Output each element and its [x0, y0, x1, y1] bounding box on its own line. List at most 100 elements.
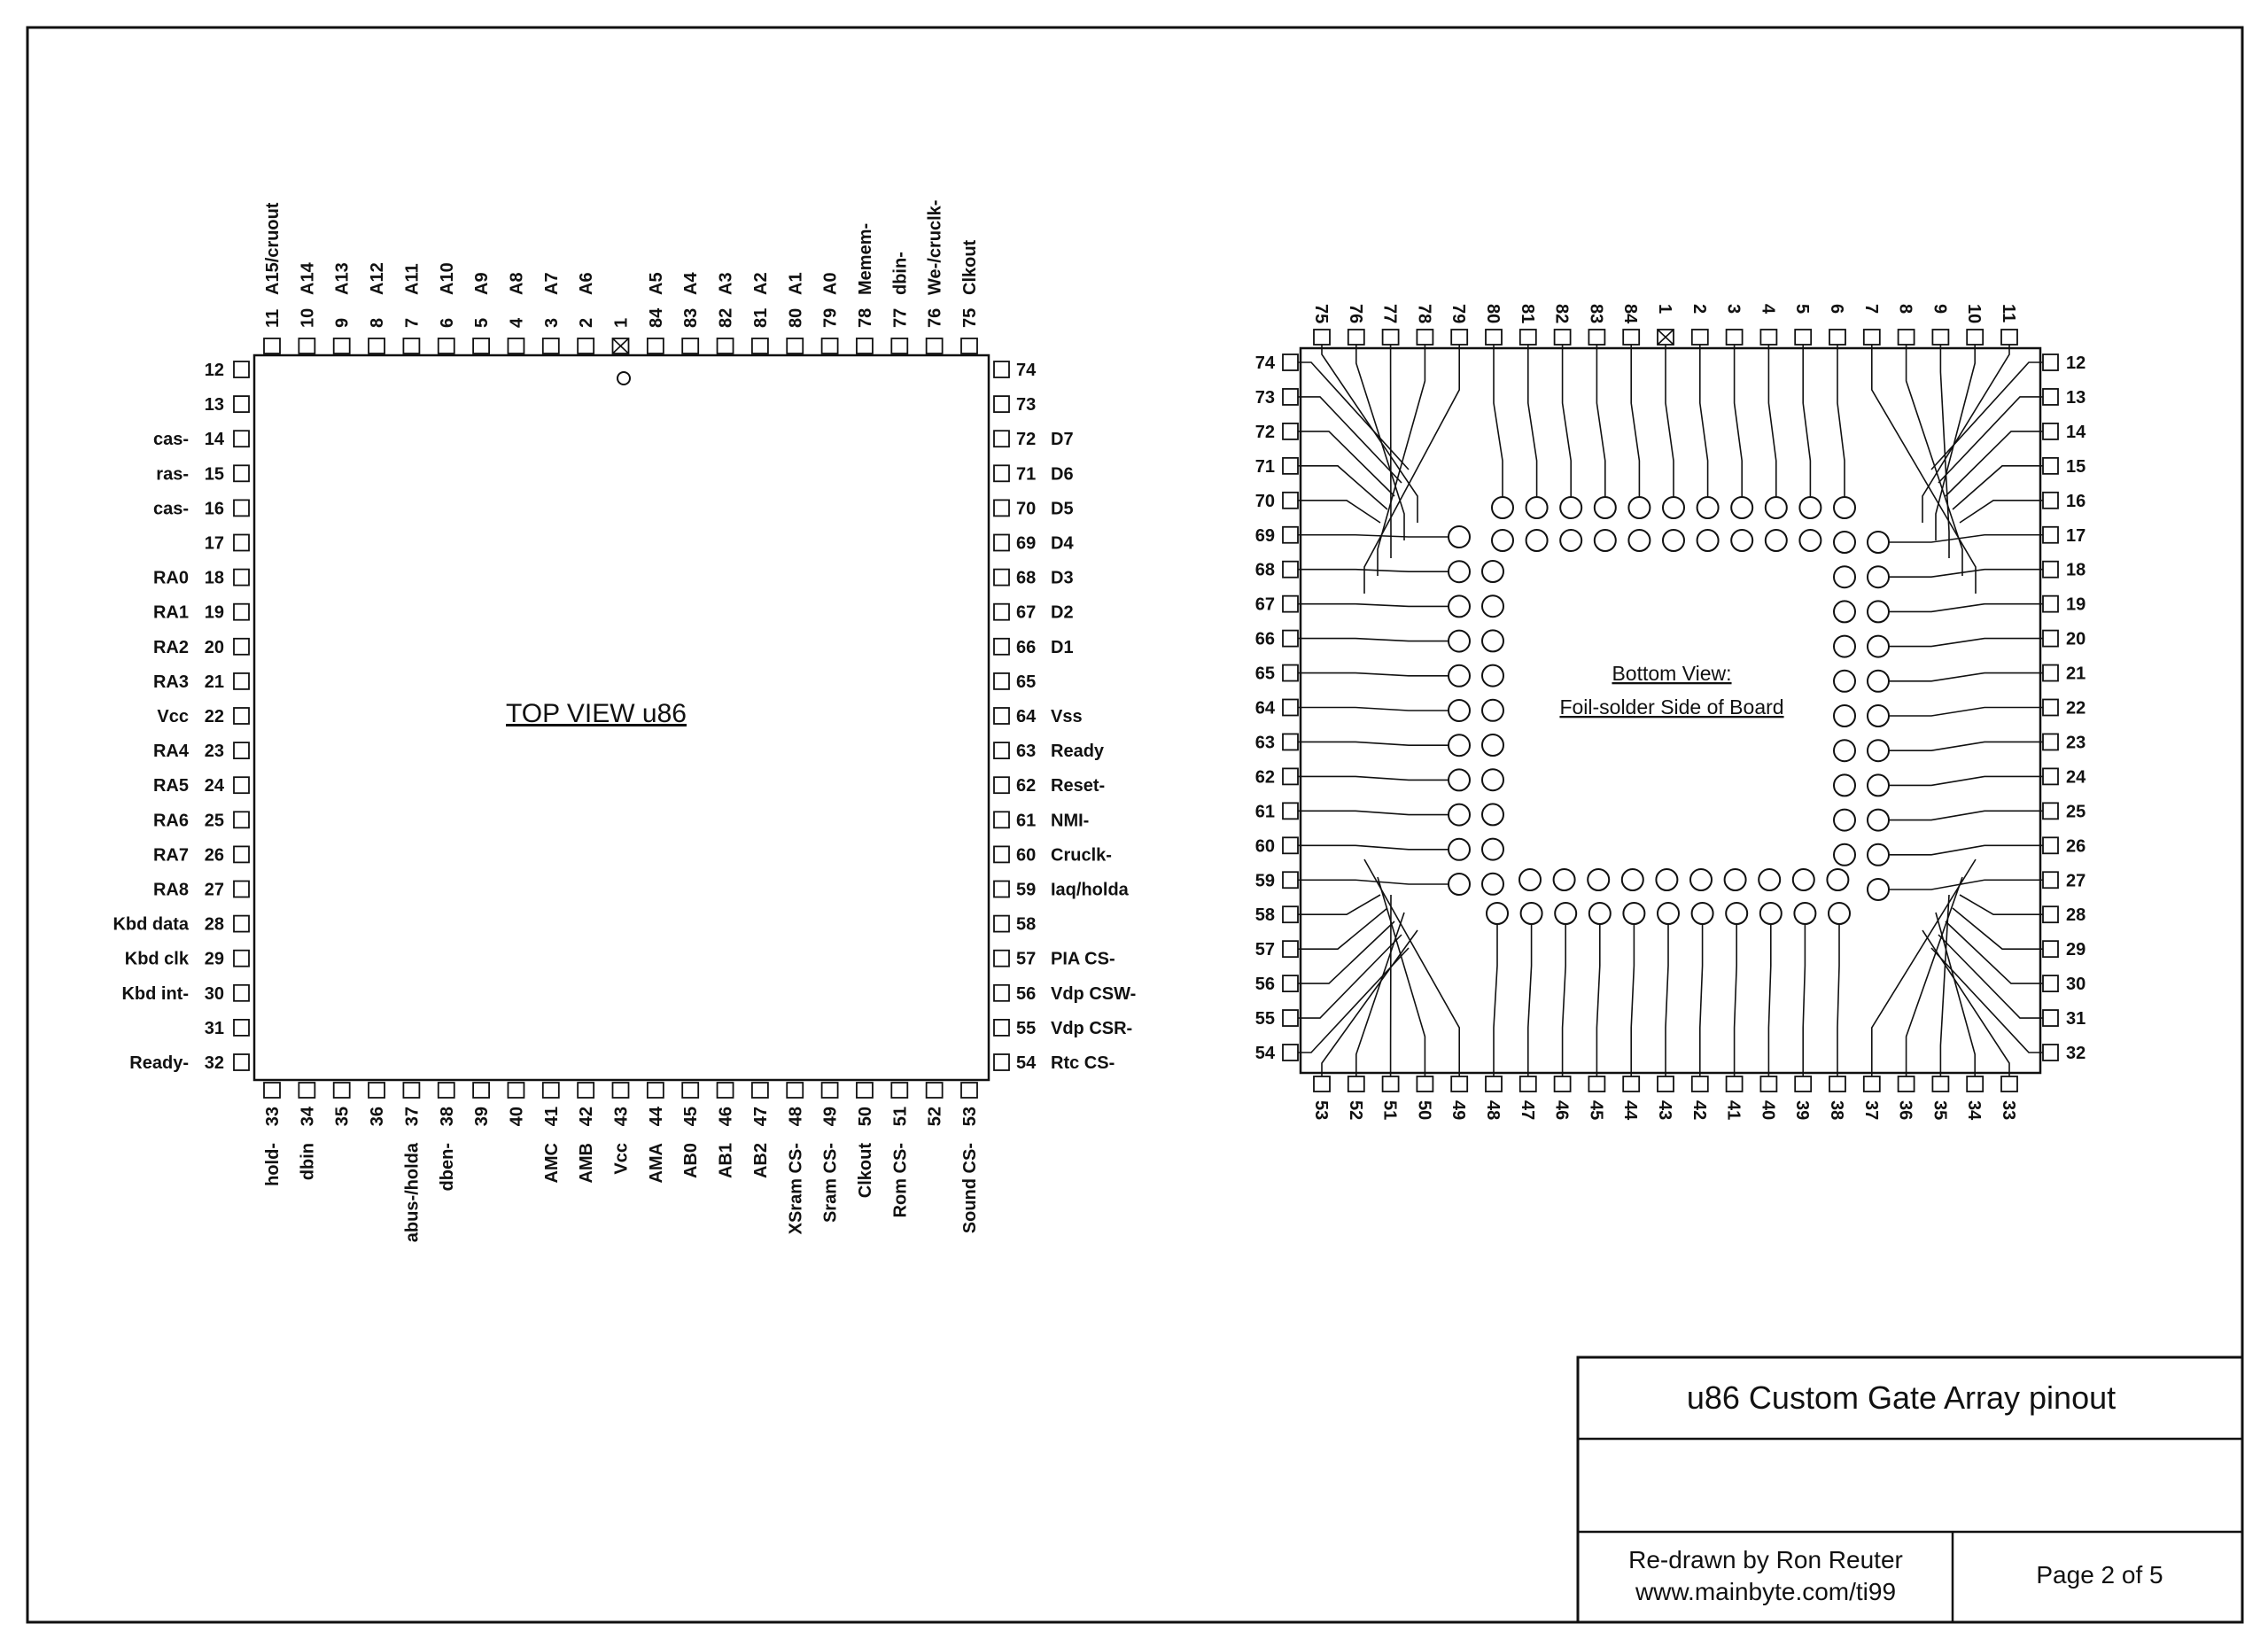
- solder-pad: [1764, 496, 1788, 519]
- trace: [1298, 894, 1381, 915]
- trace: [1298, 465, 1388, 510]
- top-view-pin-number: 22: [205, 707, 224, 726]
- bottom-view-pin-number: 47: [1518, 1100, 1537, 1120]
- top-view-pin-number: 60: [1016, 845, 1036, 865]
- top-view-pin-signal: Sound CS-: [960, 1143, 980, 1233]
- top-view-pin-number: 71: [1016, 464, 1036, 484]
- bottom-view-pin-number: 20: [2066, 630, 2085, 649]
- top-view-pin-pad: [993, 568, 1010, 587]
- bottom-view-pin-pad: [1282, 767, 1299, 786]
- bottom-view-pin-pad: [2042, 940, 2059, 959]
- trace: [1889, 810, 2043, 821]
- top-view-pin-number: 70: [1016, 499, 1036, 518]
- top-view-pin-pad: [368, 338, 385, 354]
- trace: [1889, 844, 2043, 856]
- bottom-view-pin-pad: [2042, 560, 2059, 579]
- bottom-view-pin-pad: [1282, 353, 1299, 371]
- trace: [1802, 345, 1812, 497]
- top-view-pin-number: 56: [1016, 984, 1036, 1004]
- solder-pad: [1833, 773, 1856, 797]
- bottom-view-pin-number: 77: [1380, 304, 1400, 323]
- solder-pad: [1525, 529, 1549, 552]
- bottom-view-pin-pad: [2042, 733, 2059, 751]
- trace: [1298, 706, 1449, 711]
- solder-pad: [1448, 560, 1471, 584]
- bottom-view-pin-number: 71: [1255, 457, 1275, 477]
- bottom-view-pin-number: 7: [1861, 304, 1881, 314]
- trace: [1935, 345, 1976, 540]
- top-view-pin-signal: D5: [1051, 499, 1074, 518]
- trace: [1298, 921, 1395, 984]
- top-view-pin-pad: [820, 338, 839, 354]
- bottom-view-pin-number: 3: [1724, 304, 1744, 314]
- top-view-pin-pad: [233, 949, 250, 967]
- bottom-view-pin-pad: [1897, 1076, 1915, 1092]
- trace: [1561, 345, 1572, 497]
- solder-pad: [1791, 868, 1815, 891]
- bottom-view-pin-pad: [1485, 1076, 1503, 1092]
- bottom-view-pin-pad: [1416, 329, 1434, 346]
- bottom-view-pin-number: 70: [1255, 492, 1275, 511]
- solder-pad: [1723, 868, 1747, 891]
- top-view-pin-signal: Clkout: [960, 239, 980, 295]
- top-view-pin-number: 36: [368, 1107, 387, 1126]
- top-view-pin-number: 65: [1016, 672, 1036, 692]
- top-view-pin-signal: Clkout: [856, 1143, 875, 1199]
- top-view-pin-pad: [233, 430, 250, 448]
- bottom-view-pin-number: 84: [1620, 304, 1640, 324]
- bottom-view-pin-pad: [2042, 767, 2059, 786]
- bottom-view-pin-pad: [1931, 1076, 1950, 1092]
- top-view-pin-number: 75: [960, 308, 980, 328]
- solder-pad: [1867, 843, 1890, 866]
- solder-pad: [1481, 698, 1504, 722]
- top-view-pin-pad: [233, 707, 250, 725]
- top-view-pin-number: 50: [856, 1107, 875, 1126]
- bottom-view-pin-number: 49: [1449, 1100, 1468, 1120]
- bottom-view-pin-number: 82: [1552, 304, 1572, 323]
- top-view-pin-signal: Ready-: [129, 1053, 189, 1073]
- solder-pad: [1448, 525, 1471, 548]
- solder-pad: [1833, 496, 1856, 519]
- bottom-view-pin-number: 46: [1552, 1100, 1572, 1120]
- top-view-pin-pad: [437, 1082, 455, 1099]
- bottom-view-pin-pad: [1347, 1076, 1365, 1092]
- trace: [1298, 361, 1410, 470]
- top-view-pin-number: 23: [205, 742, 224, 761]
- bottom-view-pin-number: 32: [2066, 1044, 2085, 1063]
- top-view-pin-pad: [856, 338, 874, 354]
- top-view-pin-signal: Reset-: [1051, 776, 1105, 796]
- top-view-pin-pad: [298, 1082, 316, 1099]
- solder-pad: [1826, 868, 1850, 891]
- solder-pad: [1833, 634, 1856, 658]
- solder-pad: [1867, 878, 1890, 901]
- bottom-view-pin-number: 44: [1620, 1100, 1640, 1121]
- top-view-pin-signal: D4: [1051, 534, 1074, 554]
- top-view-pin-number: 39: [472, 1107, 492, 1126]
- top-view-pin-number: 28: [205, 915, 224, 935]
- solder-pad: [1833, 531, 1856, 554]
- top-view-pin-number: 44: [647, 1106, 666, 1126]
- top-view-pin-signal: A9: [472, 272, 492, 295]
- top-view-pin-pad: [472, 1082, 490, 1099]
- top-view-pin-number: 26: [205, 845, 224, 865]
- top-view-pin-number: 51: [890, 1107, 910, 1126]
- bottom-view-pin-number: 50: [1414, 1100, 1433, 1120]
- top-view-pin-number: 33: [263, 1107, 283, 1126]
- bottom-view-pin-pad: [1553, 1076, 1572, 1092]
- solder-pad: [1486, 902, 1509, 925]
- bottom-view-pin-pad: [1450, 329, 1469, 346]
- top-view-pin-pad: [233, 637, 250, 656]
- trace: [1493, 345, 1503, 497]
- bottom-view-pin-number: 40: [1758, 1100, 1777, 1120]
- solder-pad: [1696, 496, 1720, 519]
- bottom-view-pin-number: 36: [1896, 1100, 1915, 1120]
- solder-pad: [1690, 902, 1714, 925]
- solder-pad: [1662, 496, 1685, 519]
- solder-pad: [1622, 902, 1646, 925]
- top-view-pin-signal: XSram CS-: [786, 1143, 805, 1234]
- bottom-view-pin-pad: [2042, 629, 2059, 648]
- top-view-pin-pad: [993, 1019, 1010, 1037]
- top-view-pin-signal: D3: [1051, 569, 1074, 588]
- bottom-view-pin-pad: [2042, 698, 2059, 717]
